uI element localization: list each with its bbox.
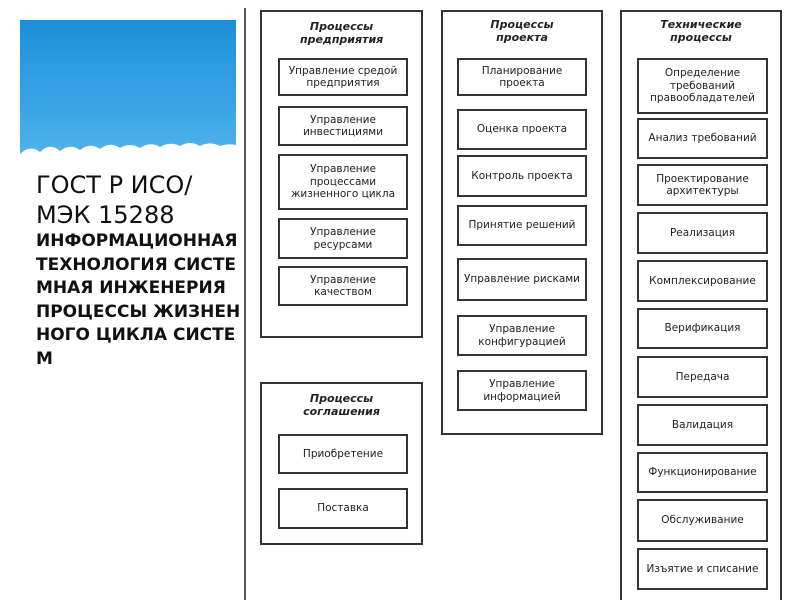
page-title: ГОСТ Р ИСО/МЭК 15288 (36, 171, 193, 229)
process-box: Определение требований правообладателей (637, 58, 768, 114)
process-box: Приобретение (278, 434, 408, 474)
blue-banner (20, 20, 236, 168)
process-box: Управление качеством (278, 266, 408, 306)
process-box: Управление ресурсами (278, 218, 408, 259)
process-box: Комплексирование (637, 260, 768, 302)
group-technical: Технические процессы Определение требова… (620, 10, 782, 600)
process-box: Оценка проекта (457, 109, 587, 150)
process-box: Управление инвестициями (278, 106, 408, 146)
process-box: Функционирование (637, 452, 768, 493)
process-box: Поставка (278, 488, 408, 529)
process-box: Управление информацией (457, 370, 587, 411)
group-agreement-title: Процессы соглашения (303, 392, 380, 418)
banner-wave-icon (20, 143, 236, 168)
group-project-title: Процессы проекта (490, 18, 554, 44)
group-agreement: Процессы соглашения Приобретение Поставк… (260, 382, 423, 545)
process-box: Контроль проекта (457, 155, 587, 197)
process-box: Верификация (637, 308, 768, 349)
process-box: Управление процессами жизненного цикла (278, 154, 408, 210)
group-technical-title: Технические процессы (660, 18, 742, 44)
page-subtitle: ИНФОРМАЦИОННАЯ ТЕХНОЛОГИЯ СИСТЕМНАЯ ИНЖЕ… (36, 231, 241, 369)
group-enterprise: Процессы предприятия Управление средой п… (260, 10, 423, 338)
process-box: Реализация (637, 212, 768, 254)
group-enterprise-title: Процессы предприятия (300, 20, 384, 46)
process-box: Принятие решений (457, 205, 587, 246)
process-box: Управление конфигурацией (457, 315, 587, 356)
process-box: Передача (637, 356, 768, 398)
process-box: Изъятие и списание (637, 548, 768, 590)
divider-line (244, 8, 246, 600)
title-block: ГОСТ Р ИСО/МЭК 15288 ИНФОРМАЦИОННАЯ ТЕХН… (36, 170, 241, 371)
process-box: Обслуживание (637, 499, 768, 542)
process-box: Управление средой предприятия (278, 58, 408, 96)
process-box: Планирование проекта (457, 58, 587, 96)
process-box: Проектирование архитектуры (637, 164, 768, 206)
group-project: Процессы проекта Планирование проекта Оц… (441, 10, 603, 435)
process-box: Анализ требований (637, 118, 768, 159)
process-box: Валидация (637, 404, 768, 446)
process-box: Управление рисками (457, 258, 587, 301)
